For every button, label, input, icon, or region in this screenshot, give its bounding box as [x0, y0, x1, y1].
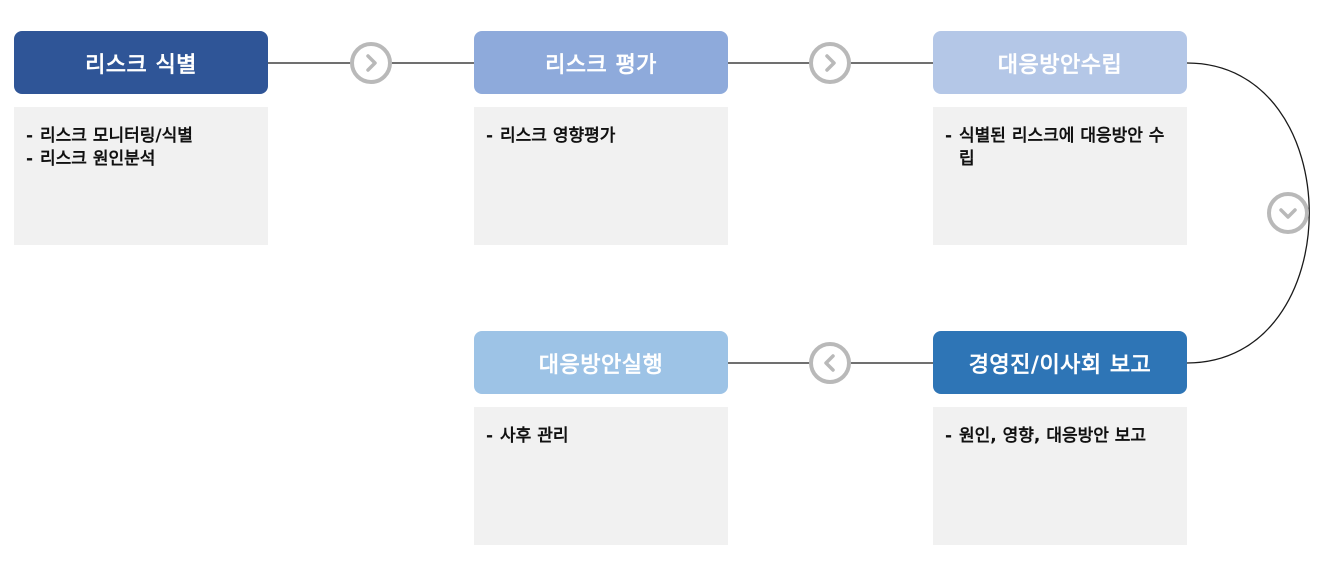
stage-title-label: 리스크 평가 — [545, 52, 657, 78]
list-item: -원인, 영향, 대응방안 보고 — [945, 426, 1147, 446]
list-item: -리스크 원인분석 — [26, 149, 156, 169]
stage-title-label: 대응방안실행 — [538, 352, 664, 378]
chevron-left-icon — [809, 342, 851, 384]
stage-title-reporting: 경영진/이사회 보고 — [933, 331, 1187, 394]
list-item: -사후 관리 — [486, 426, 569, 446]
chevron-down-icon — [1267, 192, 1309, 234]
stage-title-label: 경영진/이사회 보고 — [968, 352, 1152, 378]
stage-box-reporting: -원인, 영향, 대응방안 보고 — [933, 407, 1187, 545]
stage-title-label: 리스크 식별 — [85, 52, 197, 78]
stage-title-label: 대응방안수립 — [997, 52, 1123, 78]
chevron-right-icon — [809, 42, 851, 84]
stage-box-response-planning: -식별된 리스크에 대응방안 수립 — [933, 107, 1187, 245]
stage-title-response-planning: 대응방안수립 — [933, 31, 1187, 94]
stage-title-execution: 대응방안실행 — [474, 331, 728, 394]
list-item: -리스크 영향평가 — [486, 126, 616, 146]
stage-title-assessment: 리스크 평가 — [474, 31, 728, 94]
stage-box-identification: -리스크 모니터링/식별 -리스크 원인분석 — [14, 107, 268, 245]
stage-title-identification: 리스크 식별 — [14, 31, 268, 94]
chevron-right-icon — [350, 42, 392, 84]
list-item: -식별된 리스크에 대응방안 수립 — [945, 126, 1165, 169]
stage-box-assessment: -리스크 영향평가 — [474, 107, 728, 245]
stage-box-execution: -사후 관리 — [474, 407, 728, 545]
list-item: -리스크 모니터링/식별 — [26, 126, 193, 146]
